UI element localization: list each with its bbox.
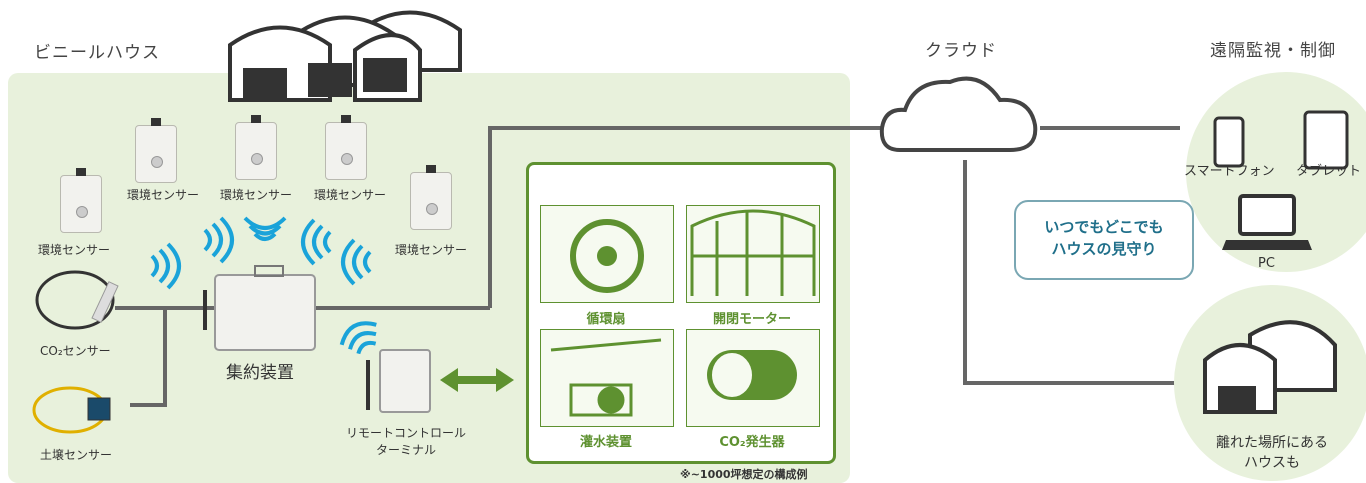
- remote-terminal-label-2: ターミナル: [375, 443, 436, 457]
- soil-sensor-icon: [32, 386, 111, 434]
- fan-tile: [540, 205, 674, 303]
- co2-generator-tile: [686, 329, 820, 427]
- remote-terminal-label-1: リモートコントロール: [345, 426, 466, 440]
- tablet-label: タブレット: [1296, 164, 1362, 179]
- far-house-label-2: ハウスも: [1244, 455, 1300, 471]
- aggregator-icon: [203, 265, 316, 351]
- smartphone-label: スマートフォン: [1184, 164, 1275, 179]
- irrigation-tile: [540, 329, 674, 427]
- wireless-signals: [150, 216, 377, 355]
- smartphone-icon: [1213, 116, 1245, 168]
- window-motor-icon: [690, 209, 816, 296]
- speech-bubble: いつでもどこでも ハウスの見守り: [1014, 200, 1194, 280]
- controlled-devices-box: 循環扇 開閉モーター 灌水装置 CO₂発生器: [526, 162, 836, 464]
- remote-title: 遠隔監視・制御: [1210, 41, 1336, 61]
- far-house-label-1: 離れた場所にある: [1216, 435, 1328, 451]
- env-sensor-label-2: 環境センサー: [220, 188, 293, 202]
- env-sensor-label-left: 環境センサー: [38, 243, 111, 257]
- env-sensor-label-right: 環境センサー: [395, 243, 468, 257]
- bubble-line-2: ハウスの見守り: [1051, 240, 1157, 258]
- bubble-line-1: いつでもどこでも: [1044, 218, 1164, 236]
- env-sensor-device: [325, 115, 367, 180]
- aggregator-label: 集約装置: [226, 363, 294, 383]
- co2-sensor-label: CO₂センサー: [40, 344, 111, 358]
- motor-label: 開閉モーター: [712, 312, 791, 327]
- network-lines: [115, 126, 1180, 407]
- soil-sensor-label: 土壌センサー: [40, 448, 113, 462]
- cloud-title: クラウド: [925, 41, 997, 61]
- env-sensor-device: [235, 115, 277, 180]
- env-sensor-label-3: 環境センサー: [314, 188, 387, 202]
- cloud-icon: [879, 76, 1038, 152]
- pc-icon: [1222, 194, 1312, 250]
- env-sensor-device: [410, 165, 452, 230]
- greenhouse-title: ビニールハウス: [34, 43, 160, 63]
- far-greenhouse-icon: [1203, 320, 1337, 414]
- pc-label: PC: [1258, 256, 1275, 271]
- double-arrow: [440, 368, 514, 392]
- co2-sensor-icon: [35, 270, 119, 330]
- motor-tile: [686, 205, 820, 303]
- env-sensor-device: [60, 168, 102, 233]
- co2-generator-icon: [707, 350, 797, 400]
- remote-terminal-icon: [366, 349, 431, 413]
- tablet-icon: [1303, 110, 1349, 170]
- greenhouse-cluster-icon: [228, 10, 462, 102]
- fan-icon: [570, 219, 644, 293]
- irrigation-icon: [550, 338, 662, 417]
- irrigation-label: 灌水装置: [579, 435, 632, 450]
- env-sensor-device: [135, 118, 177, 183]
- co2-generator-label: CO₂発生器: [719, 435, 785, 450]
- fan-label: 循環扇: [586, 312, 626, 327]
- footnote: ※~1000坪想定の構成例: [680, 468, 808, 481]
- env-sensor-label-1: 環境センサー: [127, 188, 200, 202]
